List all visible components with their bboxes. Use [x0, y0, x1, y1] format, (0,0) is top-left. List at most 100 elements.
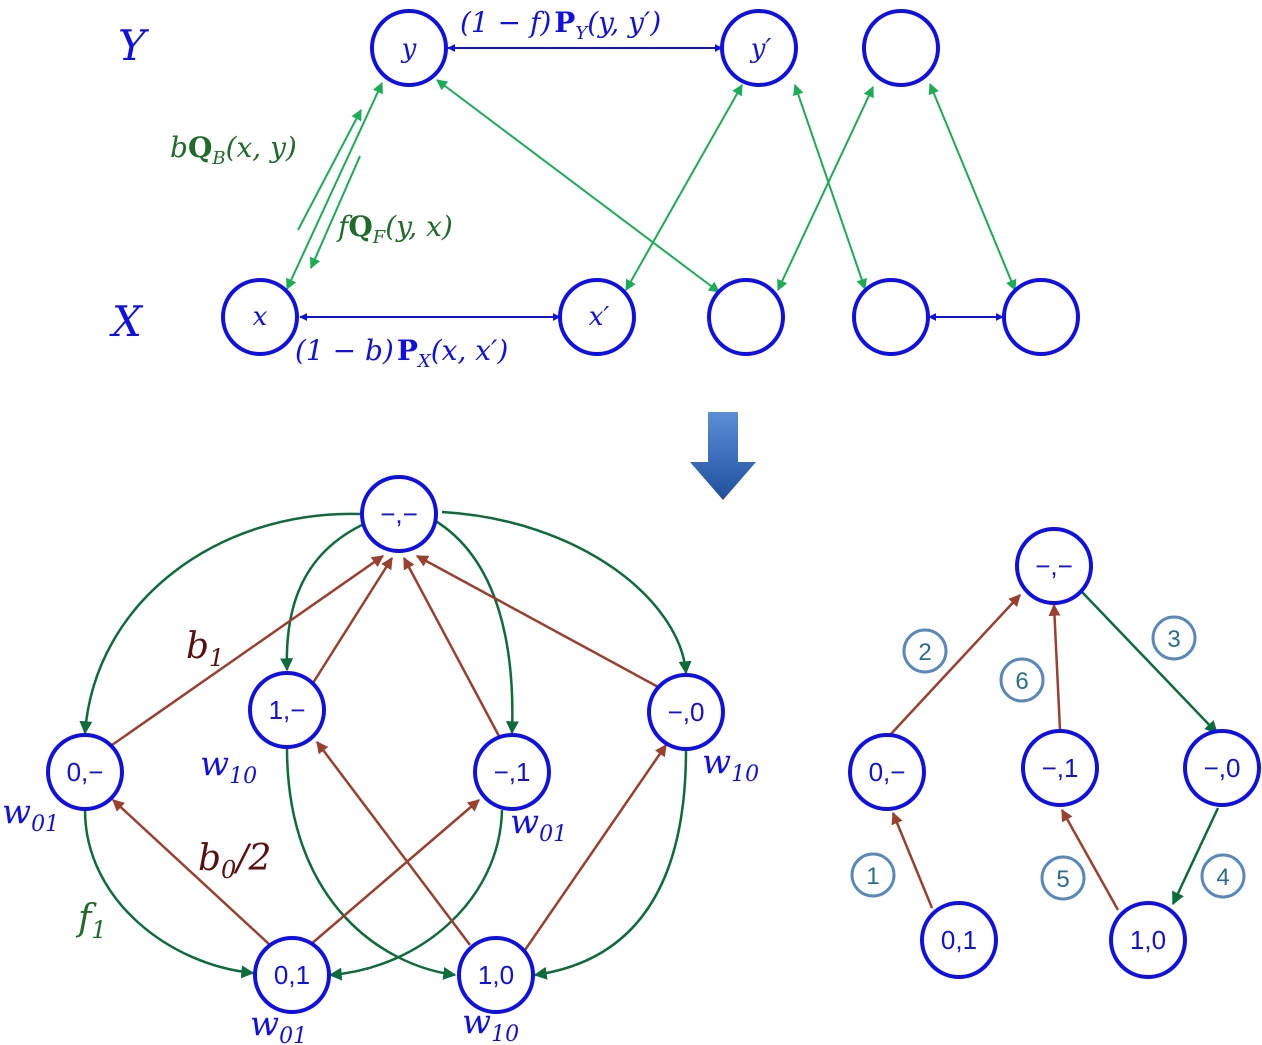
step-4: 4 [1200, 853, 1246, 899]
right-node-top-label: −,− [1035, 551, 1073, 581]
edge-top-to-dash-one [433, 518, 519, 735]
weight-w10-dash-zero: w10 [702, 742, 759, 787]
step-2: 2 [902, 628, 948, 674]
edge-x-y [286, 82, 383, 290]
left-node-labels: −,− 1,− −,0 0,− −,1 0,1 1,0 [67, 499, 705, 990]
right-node-one-zero-label: 1,0 [1130, 925, 1166, 955]
edge-zero-one-to-dash-one [309, 799, 480, 946]
right-edge-zero-dash-to-top [889, 594, 1021, 736]
right-node-one-zero [1109, 901, 1187, 979]
edge-yprime-bottom4 [793, 83, 867, 291]
top-section: Y X [109, 6, 1080, 372]
right-edge-dash-one-to-top [1048, 603, 1062, 731]
edge-zero-one-to-zero-dash [112, 799, 271, 946]
node-y-label: y [401, 34, 417, 64]
step-5: 5 [1040, 855, 1086, 901]
edge-yprime-xprime [625, 84, 743, 291]
right-node-dash-zero-label: −,0 [1204, 753, 1241, 783]
left-node-one-zero [457, 936, 535, 1014]
edge-top-to-one-dash [280, 518, 374, 672]
left-node-one-dash-label: 1,− [269, 695, 306, 725]
step-3: 3 [1151, 615, 1197, 661]
node-bottom-3 [707, 278, 785, 356]
edge-zero-dash-to-top [111, 554, 384, 747]
edge-dash-zero-to-one-zero [533, 749, 688, 980]
node-x [221, 278, 299, 356]
right-nodes [848, 527, 1261, 979]
edge-label-b1: b1 [186, 626, 224, 672]
step-1: 1 [850, 852, 896, 898]
left-node-dash-zero-label: −,0 [668, 697, 705, 727]
row-label-x: X [109, 297, 144, 346]
left-graph: −,− 1,− −,0 0,− −,1 0,1 1,0 w10 w10 w01 … [2, 475, 759, 1045]
node-x-prime [558, 278, 636, 356]
edge-top3-bottom3 [777, 86, 874, 291]
left-node-top [360, 475, 438, 553]
edge-one-zero-to-dash-zero [523, 744, 668, 951]
edge-label-b0-half: b0/2 [198, 838, 271, 884]
step-3-label: 3 [1167, 626, 1180, 653]
edge-top-to-dash-zero [441, 510, 692, 675]
left-node-zero-one-label: 0,1 [274, 960, 310, 990]
edge-one-dash-to-one-zero [285, 747, 457, 980]
right-edge-top-to-dash-zero [1081, 591, 1218, 734]
edge-one-zero-to-one-dash [316, 741, 471, 946]
right-node-top [1015, 527, 1093, 605]
label-qf: fQF(y, x) [336, 210, 453, 248]
right-node-zero-one [920, 901, 998, 979]
label-qb: bQB(x, y) [170, 131, 297, 169]
label-py: (1 − f)PY(y, y′) [460, 6, 661, 44]
edge-top3-bottom5 [928, 82, 1017, 292]
right-node-labels: −,− 0,− −,1 −,0 0,1 1,0 [869, 551, 1241, 955]
weight-w10-one-dash: w10 [200, 744, 257, 789]
left-red-edges [111, 554, 668, 951]
node-y-prime-label: y′ [750, 34, 772, 64]
left-node-dash-one-label: −,1 [494, 757, 531, 787]
step-4-label: 4 [1216, 864, 1229, 891]
label-px: (1 − b)PX(x, x′) [295, 334, 508, 372]
row-label-y: Y [118, 21, 150, 70]
right-node-dash-one-label: −,1 [1042, 753, 1079, 783]
node-bottom-4 [852, 278, 930, 356]
edge-dash-one-to-top [402, 556, 502, 739]
left-weight-labels: w10 w10 w01 w01 w01 w10 [2, 742, 759, 1045]
step-1-label: 1 [866, 863, 879, 890]
left-node-zero-one [253, 936, 331, 1014]
edge-dash-one-to-zero-one [328, 809, 504, 981]
edge-zero-dash-to-zero-one [83, 809, 255, 979]
left-node-zero-dash-label: 0,− [67, 757, 104, 787]
step-markers: 1 2 3 4 5 6 [850, 615, 1246, 901]
left-node-one-dash [248, 671, 326, 749]
right-node-dash-one [1021, 729, 1099, 807]
top-nodes [221, 9, 1080, 356]
node-x-prime-label: x′ [589, 302, 610, 332]
right-node-dash-zero [1183, 729, 1261, 807]
node-y-prime [720, 9, 798, 87]
node-bottom-5 [1002, 278, 1080, 356]
top-node-labels: y y′ x x′ [253, 34, 772, 332]
left-node-zero-dash [46, 733, 124, 811]
weight-w01-zero-one: w01 [250, 1004, 307, 1045]
right-green-edges [1081, 591, 1220, 906]
step-6-label: 6 [1015, 668, 1028, 695]
left-green-edges [79, 510, 692, 981]
left-node-top-label: −,− [380, 499, 418, 529]
edge-qf-parallel [309, 155, 361, 270]
step-5-label: 5 [1056, 866, 1069, 893]
edge-y-bottom3 [436, 79, 720, 293]
top-green-edges [286, 79, 1017, 293]
weight-w01-dash-one: w01 [510, 802, 567, 847]
top-blue-edges [299, 44, 1004, 321]
node-x-label: x [253, 302, 268, 332]
right-edge-one-zero-to-dash-one [1060, 808, 1120, 911]
right-node-zero-dash [848, 733, 926, 811]
weight-w10-one-zero: w10 [462, 1002, 519, 1045]
left-nodes [46, 475, 725, 1014]
edge-one-dash-to-top [311, 556, 394, 684]
left-node-dash-one [473, 733, 551, 811]
step-2-label: 2 [918, 639, 931, 666]
left-node-dash-zero [647, 673, 725, 751]
edge-top-to-zero-dash [79, 512, 361, 735]
edge-qb-parallel [297, 109, 362, 231]
